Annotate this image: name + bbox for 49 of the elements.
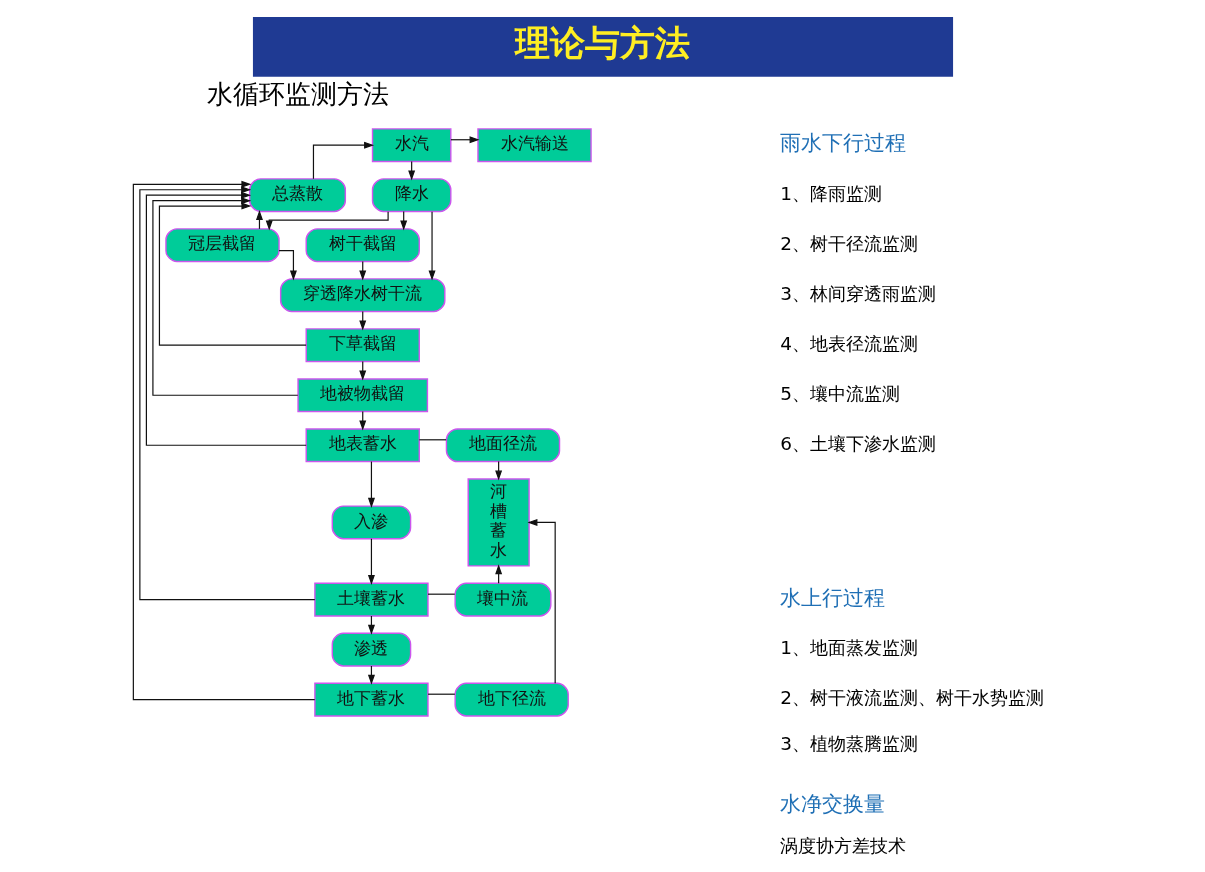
label: 6、土壤下渗水监测: [779, 432, 936, 454]
label: 2、树干液流监测、树干水势监测: [779, 687, 1044, 709]
node-box: 土壤蓄水: [313, 582, 429, 617]
label: 水循环监测方法: [206, 79, 389, 109]
label: 2、树干径流监测: [779, 232, 918, 254]
node-box: 地表蓄水: [305, 428, 420, 463]
label: 水净交换量: [779, 791, 885, 816]
connector: [426, 593, 455, 595]
label: 4、地表径流监测: [779, 332, 918, 354]
arrow: [312, 141, 374, 180]
label: 3、林间穿透雨监测: [779, 282, 936, 304]
node-box: 入渗: [331, 505, 411, 540]
arrow: [449, 136, 480, 144]
node-box: 水汽输送: [476, 128, 592, 163]
node-box: 地面径流: [445, 428, 560, 463]
label: 1、降雨监测: [779, 182, 882, 204]
arrow: [158, 202, 307, 346]
arrow: [151, 197, 298, 396]
node-box: 河槽蓄水: [467, 478, 530, 567]
node-box: 树干截留: [305, 228, 420, 263]
label: 5、壤中流监测: [779, 382, 900, 404]
label: 1、地面蒸发监测: [779, 637, 918, 659]
arrow: [277, 250, 297, 281]
arrow: [132, 180, 315, 701]
node-box: 壤中流: [453, 582, 552, 617]
arrow: [367, 461, 375, 508]
node-box: 穿透降水树干流: [279, 278, 446, 313]
node-box: 水汽: [371, 128, 451, 163]
arrow: [265, 211, 389, 231]
connector: [418, 439, 447, 441]
arrow: [145, 191, 307, 446]
label: 涡度协方差技术: [779, 834, 906, 856]
arrow: [428, 211, 436, 281]
label: 水上行过程: [779, 585, 885, 610]
node-box: 地下蓄水: [313, 682, 429, 717]
node-box: 冠层截留: [164, 228, 280, 263]
node-box: 总蒸散: [248, 178, 346, 213]
arrow: [138, 186, 315, 601]
node-box: 渗透: [331, 632, 411, 667]
label: 3、植物蒸腾监测: [779, 732, 918, 754]
label: 雨水下行过程: [779, 131, 906, 156]
node-box: 地下径流: [453, 682, 569, 717]
connector: [426, 693, 455, 695]
arrow: [526, 518, 556, 684]
arrow: [367, 538, 375, 586]
node-box: 地被物截留: [296, 378, 428, 413]
node-box: 降水: [371, 178, 451, 213]
node-box: 下草截留: [305, 328, 420, 363]
diagram-title: 理论与方法: [514, 23, 690, 64]
